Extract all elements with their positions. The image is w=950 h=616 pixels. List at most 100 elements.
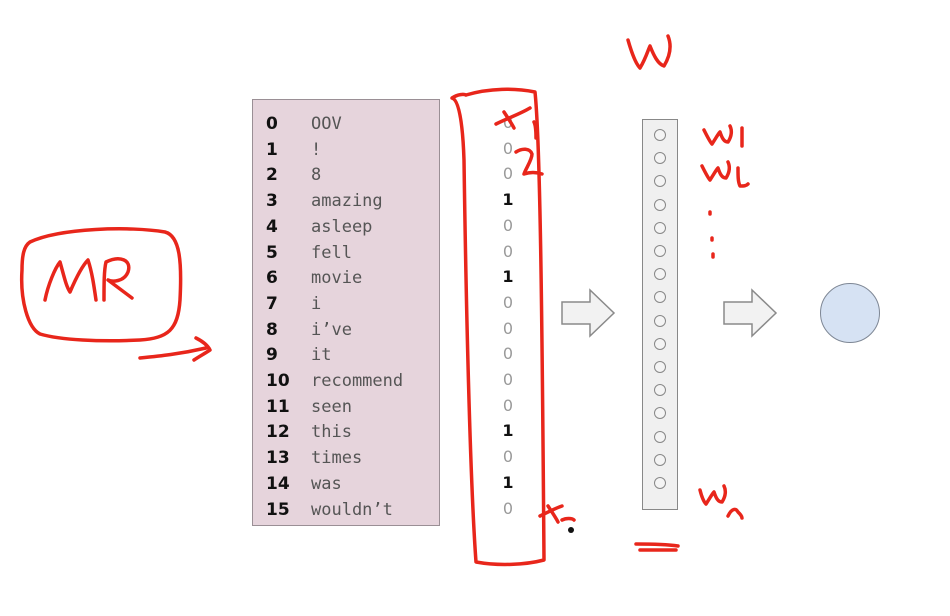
vocab-index: 0	[266, 114, 278, 134]
vocab-index: 11	[266, 396, 290, 417]
vocab-row: 11 seen	[253, 394, 439, 420]
weight-node	[654, 337, 666, 350]
vector-bit: 0	[502, 241, 514, 261]
vocab-row: 12 this	[253, 419, 439, 445]
vector-bit: 1	[502, 267, 514, 287]
vocab-row: 10 recommend	[253, 368, 439, 394]
vector-bit: 0	[502, 395, 514, 415]
vocab-word: this	[311, 422, 352, 443]
vocab-word: 8	[311, 165, 322, 186]
vocab-word: movie	[311, 268, 363, 289]
weight-node	[654, 245, 666, 257]
mr-box-outline	[19, 227, 183, 343]
output-neuron	[820, 283, 880, 343]
letter-r-stroke	[102, 257, 134, 302]
vocab-word: i	[311, 293, 322, 314]
weight-node	[654, 291, 666, 304]
vocab-index: 12	[266, 422, 290, 443]
vocab-row: 13 times	[253, 445, 439, 471]
wn-label	[698, 484, 744, 520]
weight-node	[654, 268, 666, 281]
weight-vector-column	[642, 119, 678, 510]
vector-bit: 1	[502, 421, 514, 441]
vocab-index: 4	[266, 216, 278, 237]
weight-node	[654, 175, 666, 188]
vocab-word: wouldn’t	[311, 499, 393, 520]
weight-node	[654, 477, 666, 489]
w1-label	[702, 124, 744, 148]
weight-node	[654, 152, 666, 165]
vector-bit: 1	[502, 472, 514, 492]
weight-node	[654, 430, 666, 443]
vocab-row: 9 it	[253, 342, 439, 368]
vector-bit: 0	[502, 370, 514, 389]
letter-m-stroke	[43, 258, 98, 302]
vector-highlight-outline	[450, 87, 546, 567]
vector-bit: 0	[502, 318, 514, 338]
vector-bit: 0	[502, 138, 514, 158]
vocab-row: 8 i’ve	[253, 317, 439, 343]
arrow-right-2	[723, 288, 778, 338]
vocab-index: 15	[266, 499, 290, 520]
one-hot-vector: 0 0 0 1 0 0 1 0 0 0 0 0 1 0 1 0	[496, 102, 520, 522]
weight-node	[654, 129, 666, 141]
vocab-word: was	[311, 473, 342, 494]
vocab-word: !	[311, 139, 322, 160]
vocab-index: 5	[266, 242, 278, 263]
vocab-word: amazing	[311, 191, 383, 212]
vocab-row: 14 was	[253, 471, 439, 497]
vector-bit: 0	[502, 292, 514, 312]
mr-arrow-head	[192, 336, 212, 362]
vocab-row: 5 fell	[253, 240, 439, 266]
vocab-word: i’ve	[311, 319, 352, 340]
w-label-stroke	[626, 34, 672, 70]
weight-node	[654, 198, 666, 211]
w2-label	[700, 160, 750, 188]
x1-mark	[494, 106, 538, 140]
vocab-index: 2	[266, 165, 278, 186]
vocab-word: recommend	[311, 371, 404, 391]
vocab-word: fell	[311, 242, 352, 263]
weight-node	[654, 221, 666, 234]
vector-bit: 0	[502, 164, 514, 184]
vector-bit: 0	[502, 447, 514, 467]
vocab-index: 9	[266, 345, 278, 366]
vocab-word: OOV	[311, 114, 342, 134]
ellipsis-dots	[708, 210, 715, 259]
vocab-word: seen	[311, 396, 352, 417]
weight-node	[654, 361, 666, 373]
vocab-index: 8	[266, 319, 278, 340]
x2-mark	[514, 147, 544, 176]
vocab-index: 13	[266, 448, 290, 469]
vocab-row: 4 asleep	[253, 214, 439, 240]
vocab-word: asleep	[311, 216, 373, 237]
vocab-index: 3	[266, 191, 278, 212]
weight-column-underline	[634, 542, 680, 552]
vocab-index: 14	[266, 473, 290, 494]
vocab-index: 1	[266, 139, 278, 160]
vocab-index: 6	[266, 268, 278, 289]
vector-bit: 0	[502, 215, 514, 235]
vector-bit: 0	[502, 344, 514, 364]
weight-node	[654, 407, 666, 420]
vocab-index: 10	[266, 371, 290, 391]
xn-mark	[538, 504, 576, 524]
vocab-row: 1!	[253, 137, 439, 163]
weight-node	[654, 314, 666, 327]
vector-bit: 0	[502, 498, 514, 518]
vector-bit: 0	[502, 113, 514, 132]
vocab-word: times	[311, 448, 363, 469]
annotation-dot	[568, 527, 574, 533]
vocab-row: 15 wouldn’t	[253, 497, 439, 523]
arrow-right-1	[561, 288, 616, 338]
vocab-row: 3 amazing	[253, 188, 439, 214]
vocab-row: 6 movie	[253, 265, 439, 291]
vocab-row: 0 OOV	[253, 111, 439, 137]
vocab-word: it	[311, 345, 332, 366]
vector-bit: 1	[502, 190, 514, 210]
